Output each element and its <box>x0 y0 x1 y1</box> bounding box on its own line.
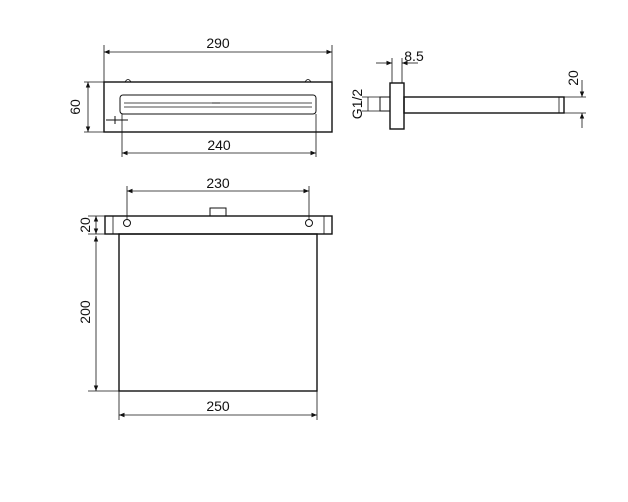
dim-290-label: 290 <box>206 35 230 51</box>
side-view-arm <box>403 96 565 114</box>
front-view: 290 60 240 <box>67 35 333 157</box>
top-view-bar <box>104 215 333 235</box>
side-view: 8.5 G1/2 20 <box>349 48 586 130</box>
front-view-body <box>103 81 333 133</box>
top-view-connector <box>209 207 227 217</box>
side-view-thread-stub <box>379 96 391 112</box>
dim-60-label: 60 <box>67 99 83 115</box>
top-view: 230 20 200 250 <box>77 175 333 420</box>
dim-8-5-label: 8.5 <box>404 48 424 64</box>
dim-230-label: 230 <box>206 175 230 191</box>
front-view-top-bump-left <box>124 79 132 83</box>
side-view-wall-plate <box>389 82 405 130</box>
dim-200-label: 200 <box>77 300 93 324</box>
dim-240-label: 240 <box>207 137 231 153</box>
front-view-outlet-slot <box>119 94 317 115</box>
dim-20-bar-label: 20 <box>77 217 93 233</box>
top-view-plate <box>118 233 318 392</box>
dim-250-label: 250 <box>206 398 230 414</box>
front-view-top-bump-right <box>304 79 312 83</box>
top-view-hole-right <box>305 219 313 227</box>
dim-g12-label: G1/2 <box>349 89 365 120</box>
dim-20-arm-label: 20 <box>565 70 581 86</box>
top-view-hole-left <box>123 219 131 227</box>
